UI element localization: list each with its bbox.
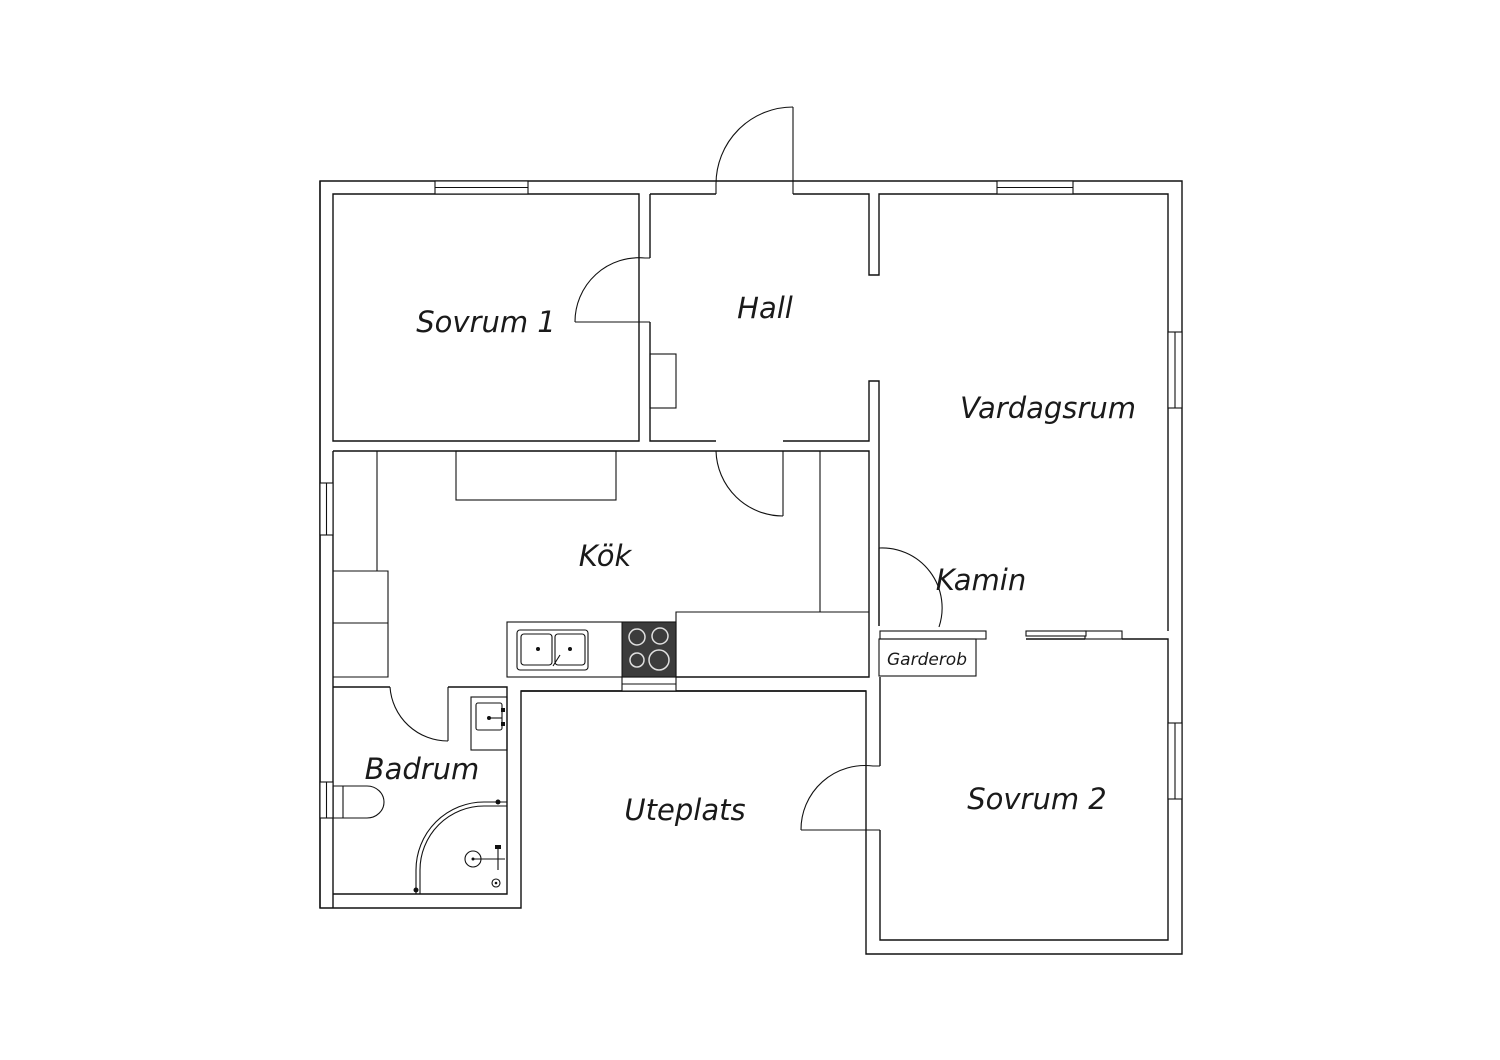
kitchen-fixtures xyxy=(333,450,869,678)
room-label-garderob: Garderob xyxy=(887,650,967,670)
room-label-vardagsrum: Vardagsrum xyxy=(960,391,1136,425)
room-label-uteplats: Uteplats xyxy=(624,793,745,827)
bathroom-fixtures xyxy=(332,696,508,894)
closet-fixtures xyxy=(878,630,1087,677)
doors xyxy=(389,106,943,831)
hall-closet xyxy=(649,353,677,409)
room-label-hall: Hall xyxy=(737,291,793,325)
room-label-badrum: Badrum xyxy=(365,752,480,786)
room-label-sovrum-1: Sovrum 1 xyxy=(416,305,556,339)
room-label-kok: Kök xyxy=(579,539,633,573)
windows xyxy=(319,180,1183,819)
room-label-sovrum-2: Sovrum 2 xyxy=(967,782,1107,816)
room-label-kamin: Kamin xyxy=(936,563,1026,597)
